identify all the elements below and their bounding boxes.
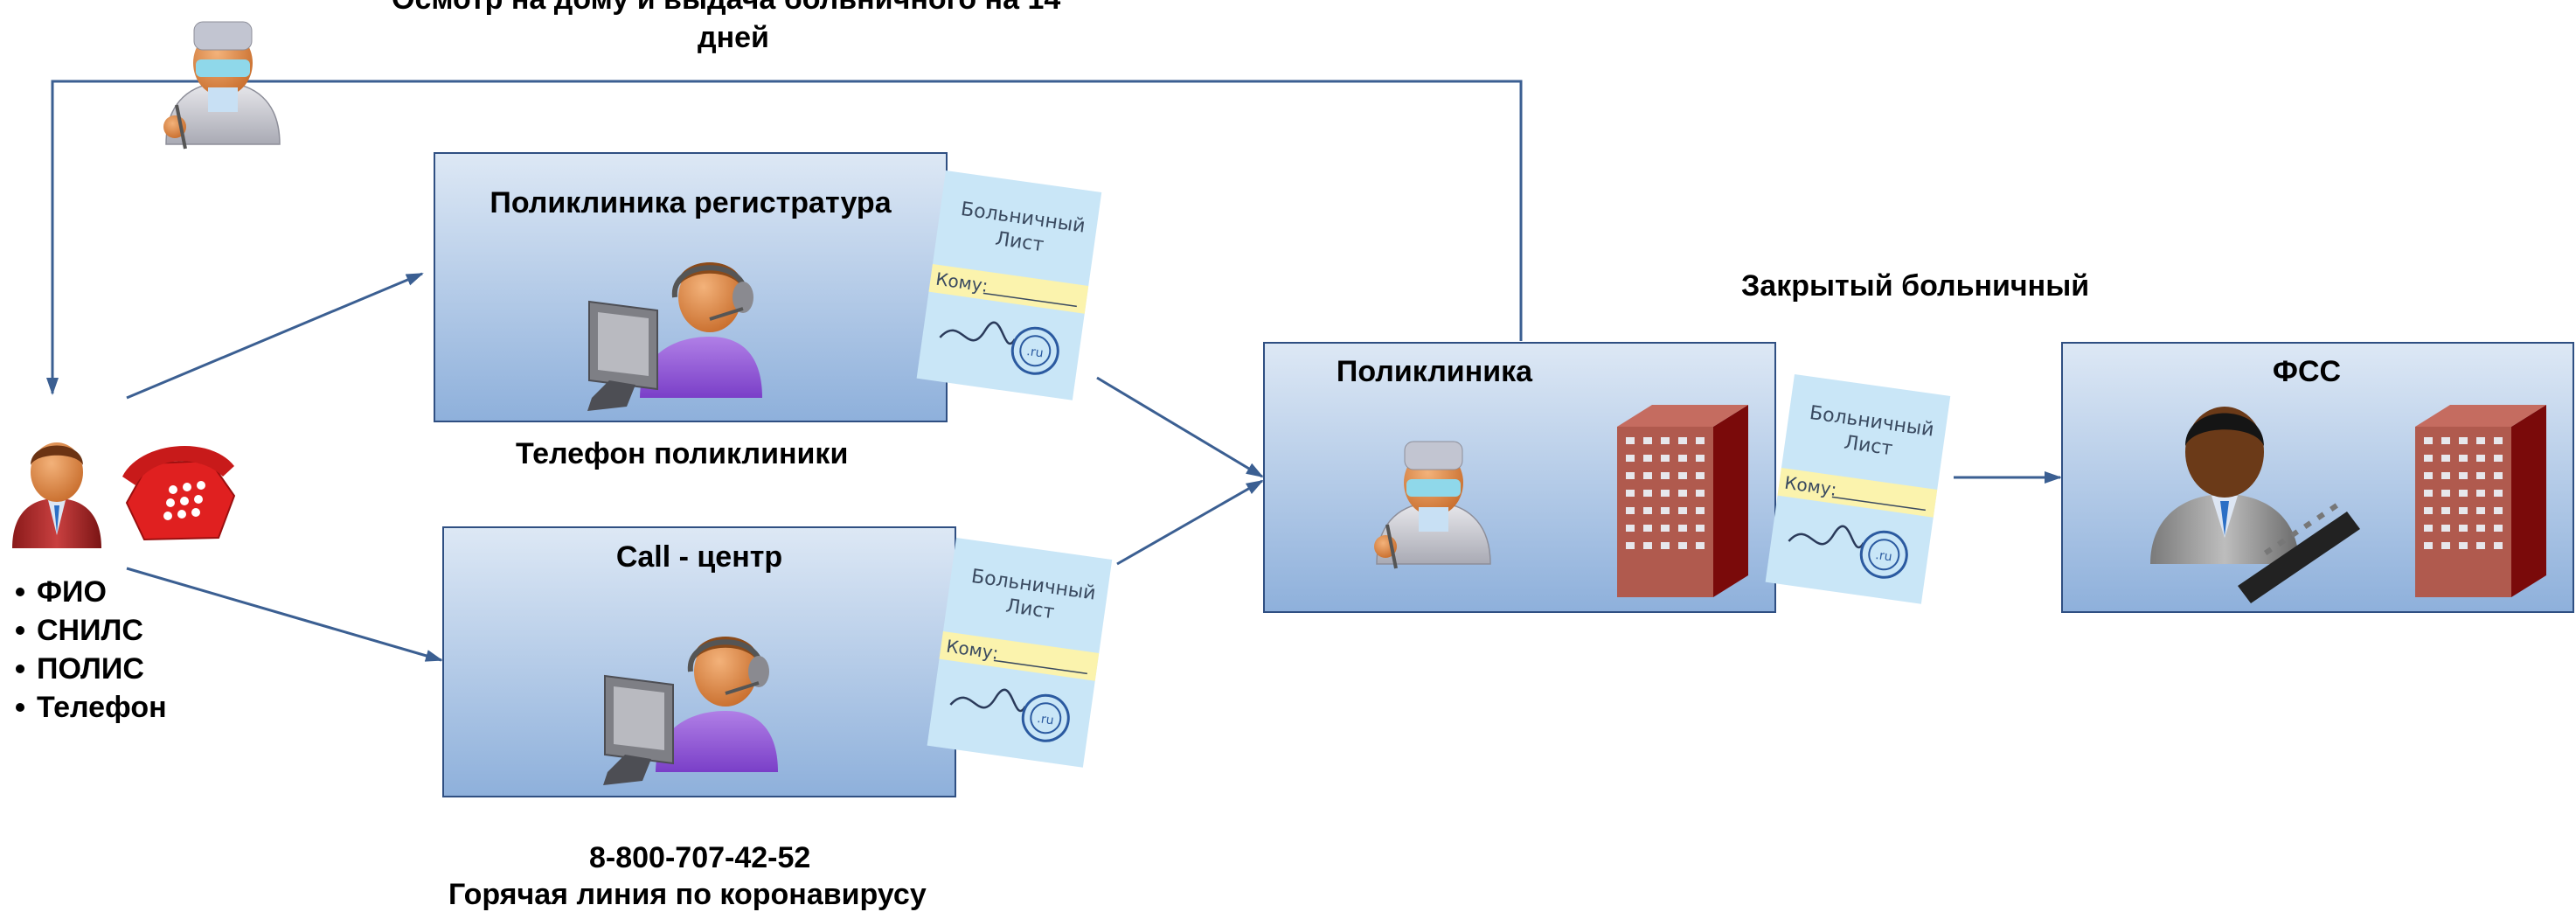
list-item: СНИЛС <box>16 611 167 650</box>
hotline-label: Горячая линия по коронавирусу <box>448 878 927 911</box>
list-item: ПОЛИС <box>16 650 167 688</box>
arrow-patient-to-callcenter <box>126 567 443 662</box>
sick-leave-document-1: Больничный Лист Кому: .ru <box>916 171 1102 400</box>
phone-icon <box>122 446 236 541</box>
clerk-icon <box>2150 407 2360 603</box>
clinic-box-title: Поликлиника <box>1336 355 1533 388</box>
clinic-doctor-icon <box>1374 441 1491 569</box>
hotline-number: 8-800-707-42-52 <box>589 841 811 874</box>
svg-text:.ru: .ru <box>1025 345 1044 361</box>
sick-leave-document-3: Больничный Лист Кому: .ru <box>1765 374 1951 604</box>
registry-box-title: Поликлиника регистратура <box>490 186 892 219</box>
sick-leave-document-2: Больничный Лист Кому: .ru <box>927 538 1113 768</box>
patient-icon <box>12 442 101 548</box>
arrow-callcenter-to-clinic <box>1116 479 1264 566</box>
closed-sick-leave-label: Закрытый больничный <box>1741 269 2090 303</box>
callcenter-box-title: Call - центр <box>615 540 783 574</box>
arrow-registry-to-clinic <box>1096 376 1264 478</box>
operator-icon-callcenter <box>603 637 778 785</box>
loop-connector <box>46 80 1523 395</box>
svg-text:.ru: .ru <box>1874 548 1892 565</box>
arrow-patient-to-registry <box>126 272 424 400</box>
top-caption-line2: дней <box>698 21 769 54</box>
operator-icon-registry <box>587 262 762 411</box>
svg-text:.ru: .ru <box>1036 712 1054 728</box>
building-icon-clinic <box>1617 405 1748 597</box>
list-item: ФИО <box>16 573 167 611</box>
building-icon-fss <box>2415 405 2546 597</box>
doctor-icon <box>163 21 281 150</box>
clinic-phone-label: Телефон поликлиники <box>516 437 849 470</box>
patient-fields-list: ФИО СНИЛС ПОЛИС Телефон <box>16 573 167 727</box>
list-item: Телефон <box>16 688 167 727</box>
top-caption-line1: Осмотр на дому и выдача больничного на 1… <box>392 0 1060 17</box>
fss-box-title: ФСС <box>2272 355 2342 388</box>
